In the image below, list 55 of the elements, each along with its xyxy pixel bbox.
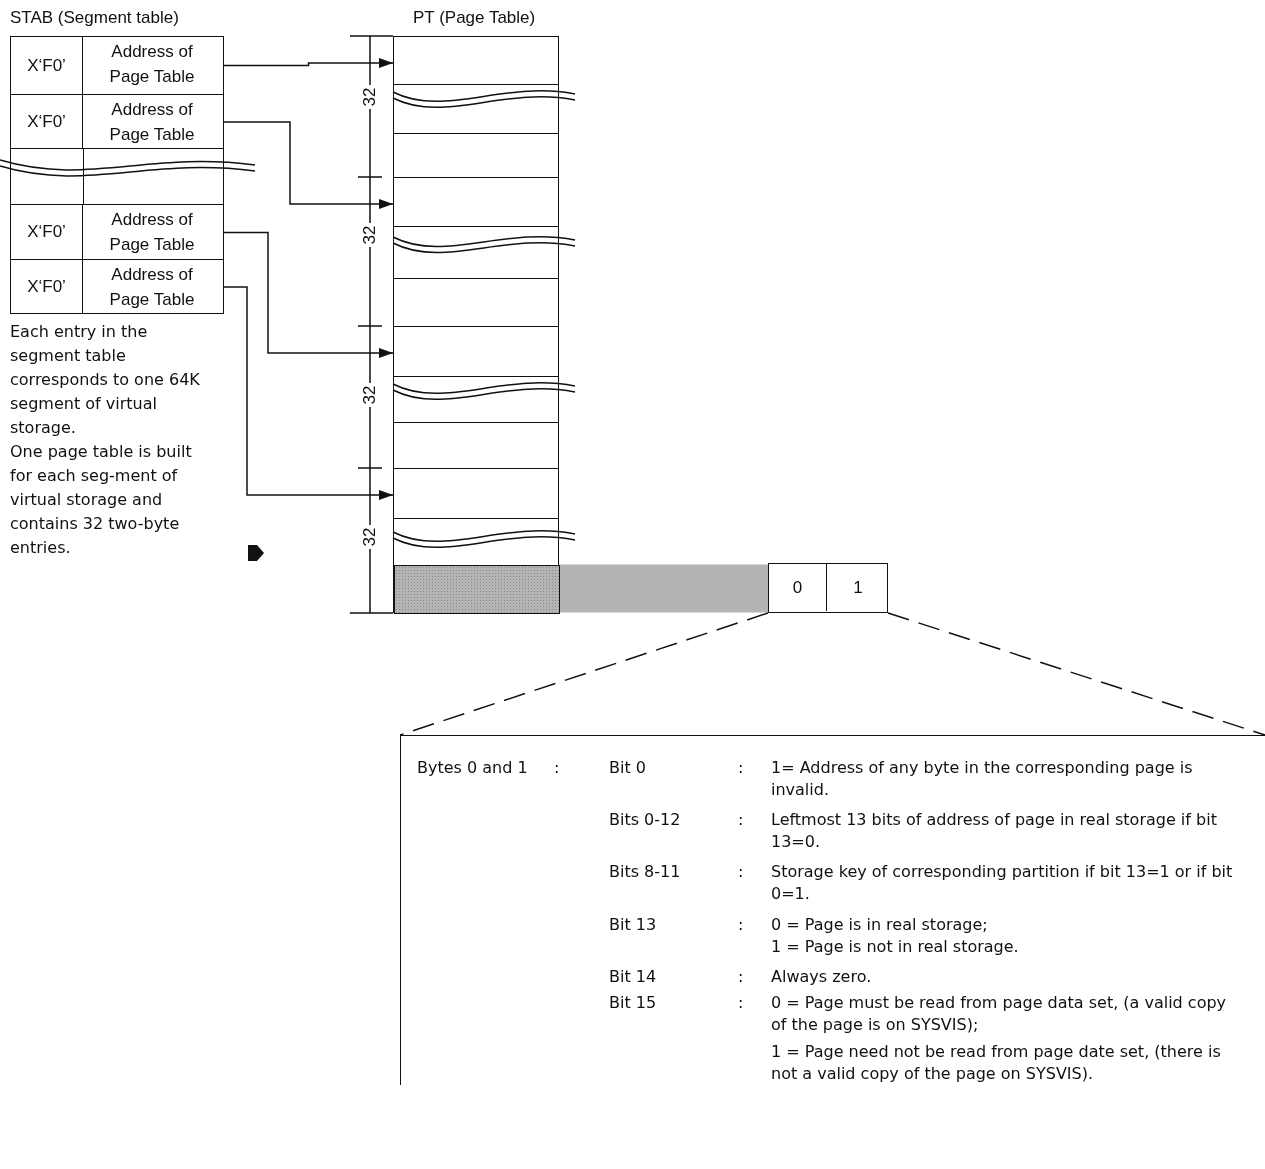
byte-number: 1 <box>852 577 864 599</box>
note-text: Each entry in the segment table corresponds to one 64K segment of virtual storage. <box>10 321 200 439</box>
omitted-entries-row <box>10 149 224 205</box>
shaded-entry <box>394 565 560 614</box>
description-text: 1= Address of any byte in the corresponding page is invalid. <box>771 757 1194 801</box>
separator: : <box>738 914 744 936</box>
arrow <box>223 286 394 500</box>
byte-number: 0 <box>769 564 827 611</box>
page-table-segment <box>393 36 559 177</box>
field-label: Bits 0-12 <box>609 809 681 831</box>
table-cell: X‘F0’ <box>11 37 83 94</box>
table-title: PT (Page Table) <box>413 8 536 28</box>
table-cell: X‘F0’ <box>11 205 83 259</box>
separator: : <box>738 861 744 883</box>
segment-table-entry <box>10 205 224 260</box>
description-text: 1 = Page is not in real storage. <box>771 936 1020 958</box>
detail-panel <box>400 735 1265 1085</box>
field-label: Bits 8-11 <box>609 861 681 883</box>
arrow <box>223 58 394 68</box>
field-label: Bit 14 <box>609 966 657 988</box>
table-cell-text: Address of Page Table <box>108 99 196 146</box>
table-cell: X‘F0’ <box>11 260 83 313</box>
table-cell-text: Address of Page Table <box>108 264 196 311</box>
table-cell: X‘F0’ <box>11 95 83 148</box>
page-table-segment <box>393 326 559 468</box>
field-label: Bytes 0 and 1 <box>417 757 528 779</box>
description-text: Leftmost 13 bits of address of page in real storage if bit 13=0. <box>771 809 1218 853</box>
separator: : <box>554 757 560 779</box>
arrow <box>223 121 394 209</box>
field-label: Bit 0 <box>609 757 646 779</box>
page-table-segment <box>393 468 559 613</box>
expansion-band <box>559 564 768 613</box>
description-text: Storage key of corresponding partition if bit 13=1 or if bit 0=1. <box>771 861 1234 905</box>
table-cell-text: Address of Page Table <box>108 41 196 88</box>
description-text: 0 = Page is in real storage; <box>771 914 989 936</box>
field-label: Bit 15 <box>609 992 657 1014</box>
dashed-leader-line <box>399 612 769 736</box>
page-table-segment <box>393 177 559 326</box>
segment-table-entry <box>10 260 224 314</box>
separator: : <box>738 992 744 1014</box>
arrow <box>223 231 394 358</box>
description-text: 0 = Page must be read from page data set, (a valid copy of the page is on SYSVIS); <box>771 992 1228 1036</box>
table-cell-text: Address of Page Table <box>108 209 196 256</box>
separator: : <box>738 757 744 779</box>
page-table-entry-bytes <box>768 563 888 613</box>
description-text: 1 = Page need not be read from page date set, (there is not a valid copy of the page on SYSVIS). <box>771 1041 1222 1085</box>
segment-table-entry <box>10 36 224 95</box>
separator: : <box>738 809 744 831</box>
separator: : <box>738 966 744 988</box>
table-title: STAB (Segment table) <box>10 8 179 28</box>
description-text: Always zero. <box>771 966 873 988</box>
field-label: Bit 13 <box>609 914 657 936</box>
note-text: One page table is built for each seg-ment of virtual storage and contains 32 two-byte entries. <box>10 441 193 559</box>
segment-table-entry <box>10 95 224 149</box>
dashed-leader-line <box>887 612 1265 736</box>
